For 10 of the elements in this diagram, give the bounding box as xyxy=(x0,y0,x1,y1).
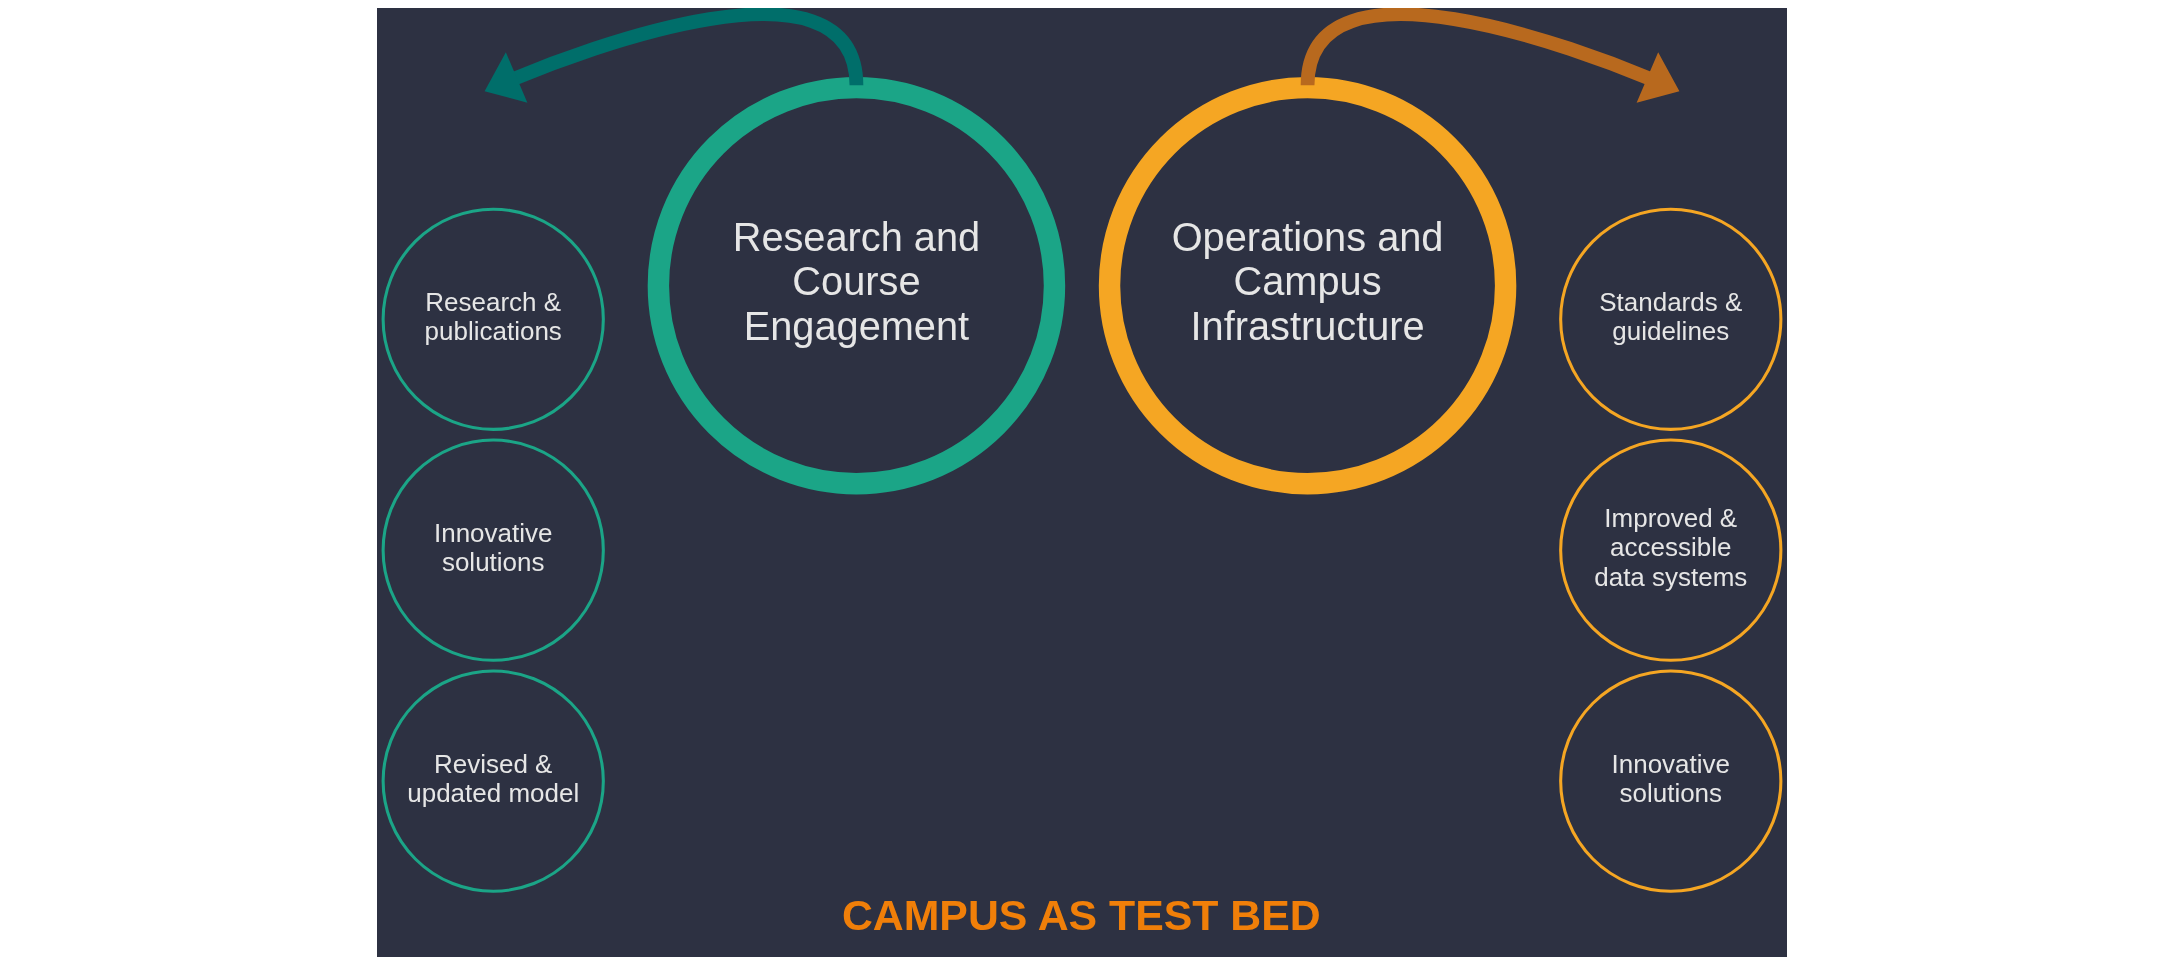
node-circle: Research and Course Engagement xyxy=(647,76,1066,495)
node-circle: Revised & updated model xyxy=(381,669,605,893)
arrow xyxy=(484,8,864,103)
node-circle: Improved & accessible data systems xyxy=(1559,438,1783,662)
caption: CAMPUS AS TEST BED xyxy=(841,891,1321,940)
node-circle: Operations and Campus Infrastructure xyxy=(1098,76,1517,495)
node-circle: Standards & guidelines xyxy=(1559,207,1783,431)
node-circle: Innovative solutions xyxy=(381,438,605,662)
node-circle: Research & publications xyxy=(381,207,605,431)
node-circle: Innovative solutions xyxy=(1559,669,1783,893)
